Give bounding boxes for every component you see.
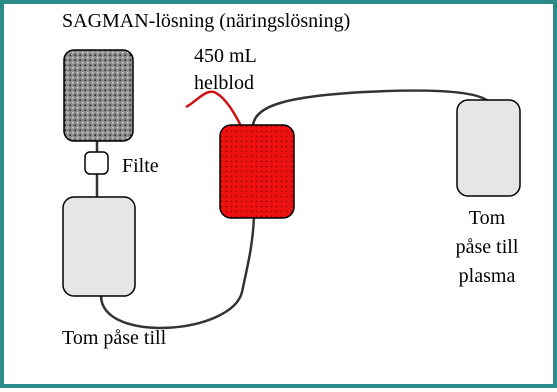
sagman-bag [63, 49, 134, 142]
plasma-bag-label-line3: plasma [458, 265, 516, 287]
plasma-bag-label-line2: påse till [455, 236, 519, 258]
whole-blood-bag [219, 124, 295, 219]
needle-tube [185, 90, 243, 127]
tube-blood-to-plasma-bag [251, 89, 489, 127]
whole-blood-label: helblod [194, 72, 254, 94]
blood-bag-system-diagram [62, 49, 521, 330]
empty-bag-label: Tom påse till [62, 327, 167, 349]
tube-blood-to-empty-bag [99, 215, 256, 330]
plasma-bag [456, 99, 521, 197]
plasma-bag-label-line1: Tom [468, 207, 506, 229]
empty-bag [62, 196, 136, 297]
filter-label: Filte [122, 155, 159, 177]
volume-label: 450 mL [194, 45, 257, 67]
sagman-label: SAGMAN-lösning (näringslösning) [62, 10, 351, 32]
filter-shape [84, 151, 109, 175]
